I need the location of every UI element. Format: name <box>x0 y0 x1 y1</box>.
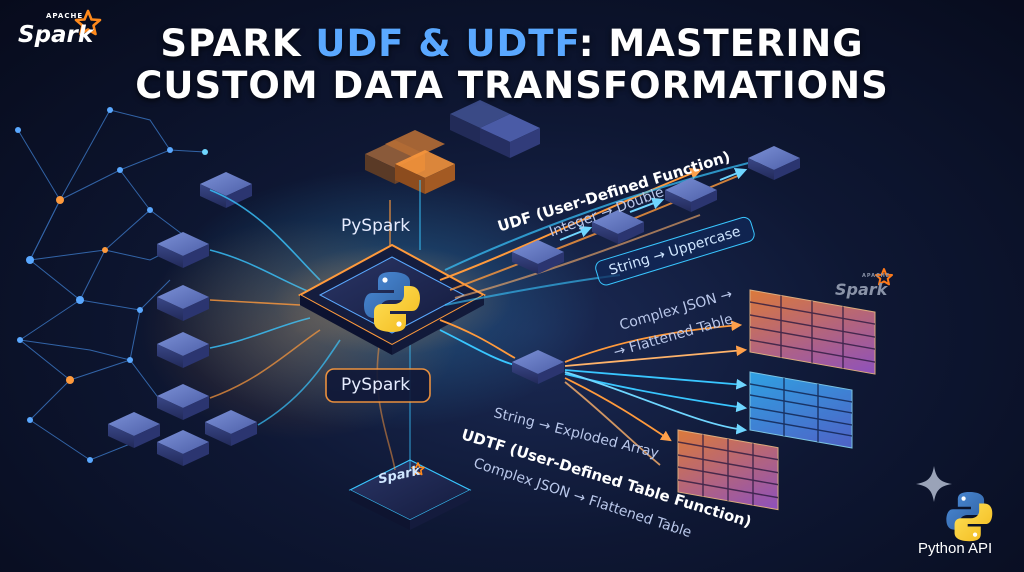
logo-spark-text: Spark <box>18 22 94 48</box>
title-part-2: : MASTERING <box>578 22 864 65</box>
title-part-1: SPARK <box>160 22 316 65</box>
page-title-line-1: SPARK UDF & UDTF: MASTERING <box>0 22 1024 65</box>
spark-star-icon <box>74 9 102 36</box>
logo-apache-text: APACHE <box>46 12 84 20</box>
server-stack-right <box>450 100 540 158</box>
pyspark-pill-outline <box>325 368 431 403</box>
table-top <box>749 289 876 375</box>
page-title-line-2: CUSTOM DATA TRANSFORMATIONS <box>135 64 889 107</box>
python-api-label: Python API <box>918 540 993 557</box>
watermark-star-icon <box>875 268 893 286</box>
input-cubes <box>108 172 257 466</box>
watermark-spark-text: Spark <box>835 280 888 299</box>
udf-cubes <box>512 146 800 274</box>
table-bottom <box>677 429 779 511</box>
sparkle-icon <box>916 466 952 502</box>
udtf-source-cube <box>512 350 564 384</box>
spark-chip <box>348 459 472 530</box>
pyspark-label-top: PySpark <box>341 216 411 236</box>
udtf-flow <box>439 319 748 466</box>
table-middle <box>749 371 853 449</box>
chip-star-icon <box>411 462 425 476</box>
python-logo-icon <box>364 272 420 332</box>
python-api-logo-icon <box>946 492 993 542</box>
title-accent: UDF & UDTF <box>315 22 579 65</box>
watermark-apache-text: APACHE <box>862 273 891 279</box>
server-stack-left <box>365 130 455 194</box>
pyspark-label-bottom: PySpark <box>341 375 411 395</box>
network-nodes <box>15 107 208 463</box>
